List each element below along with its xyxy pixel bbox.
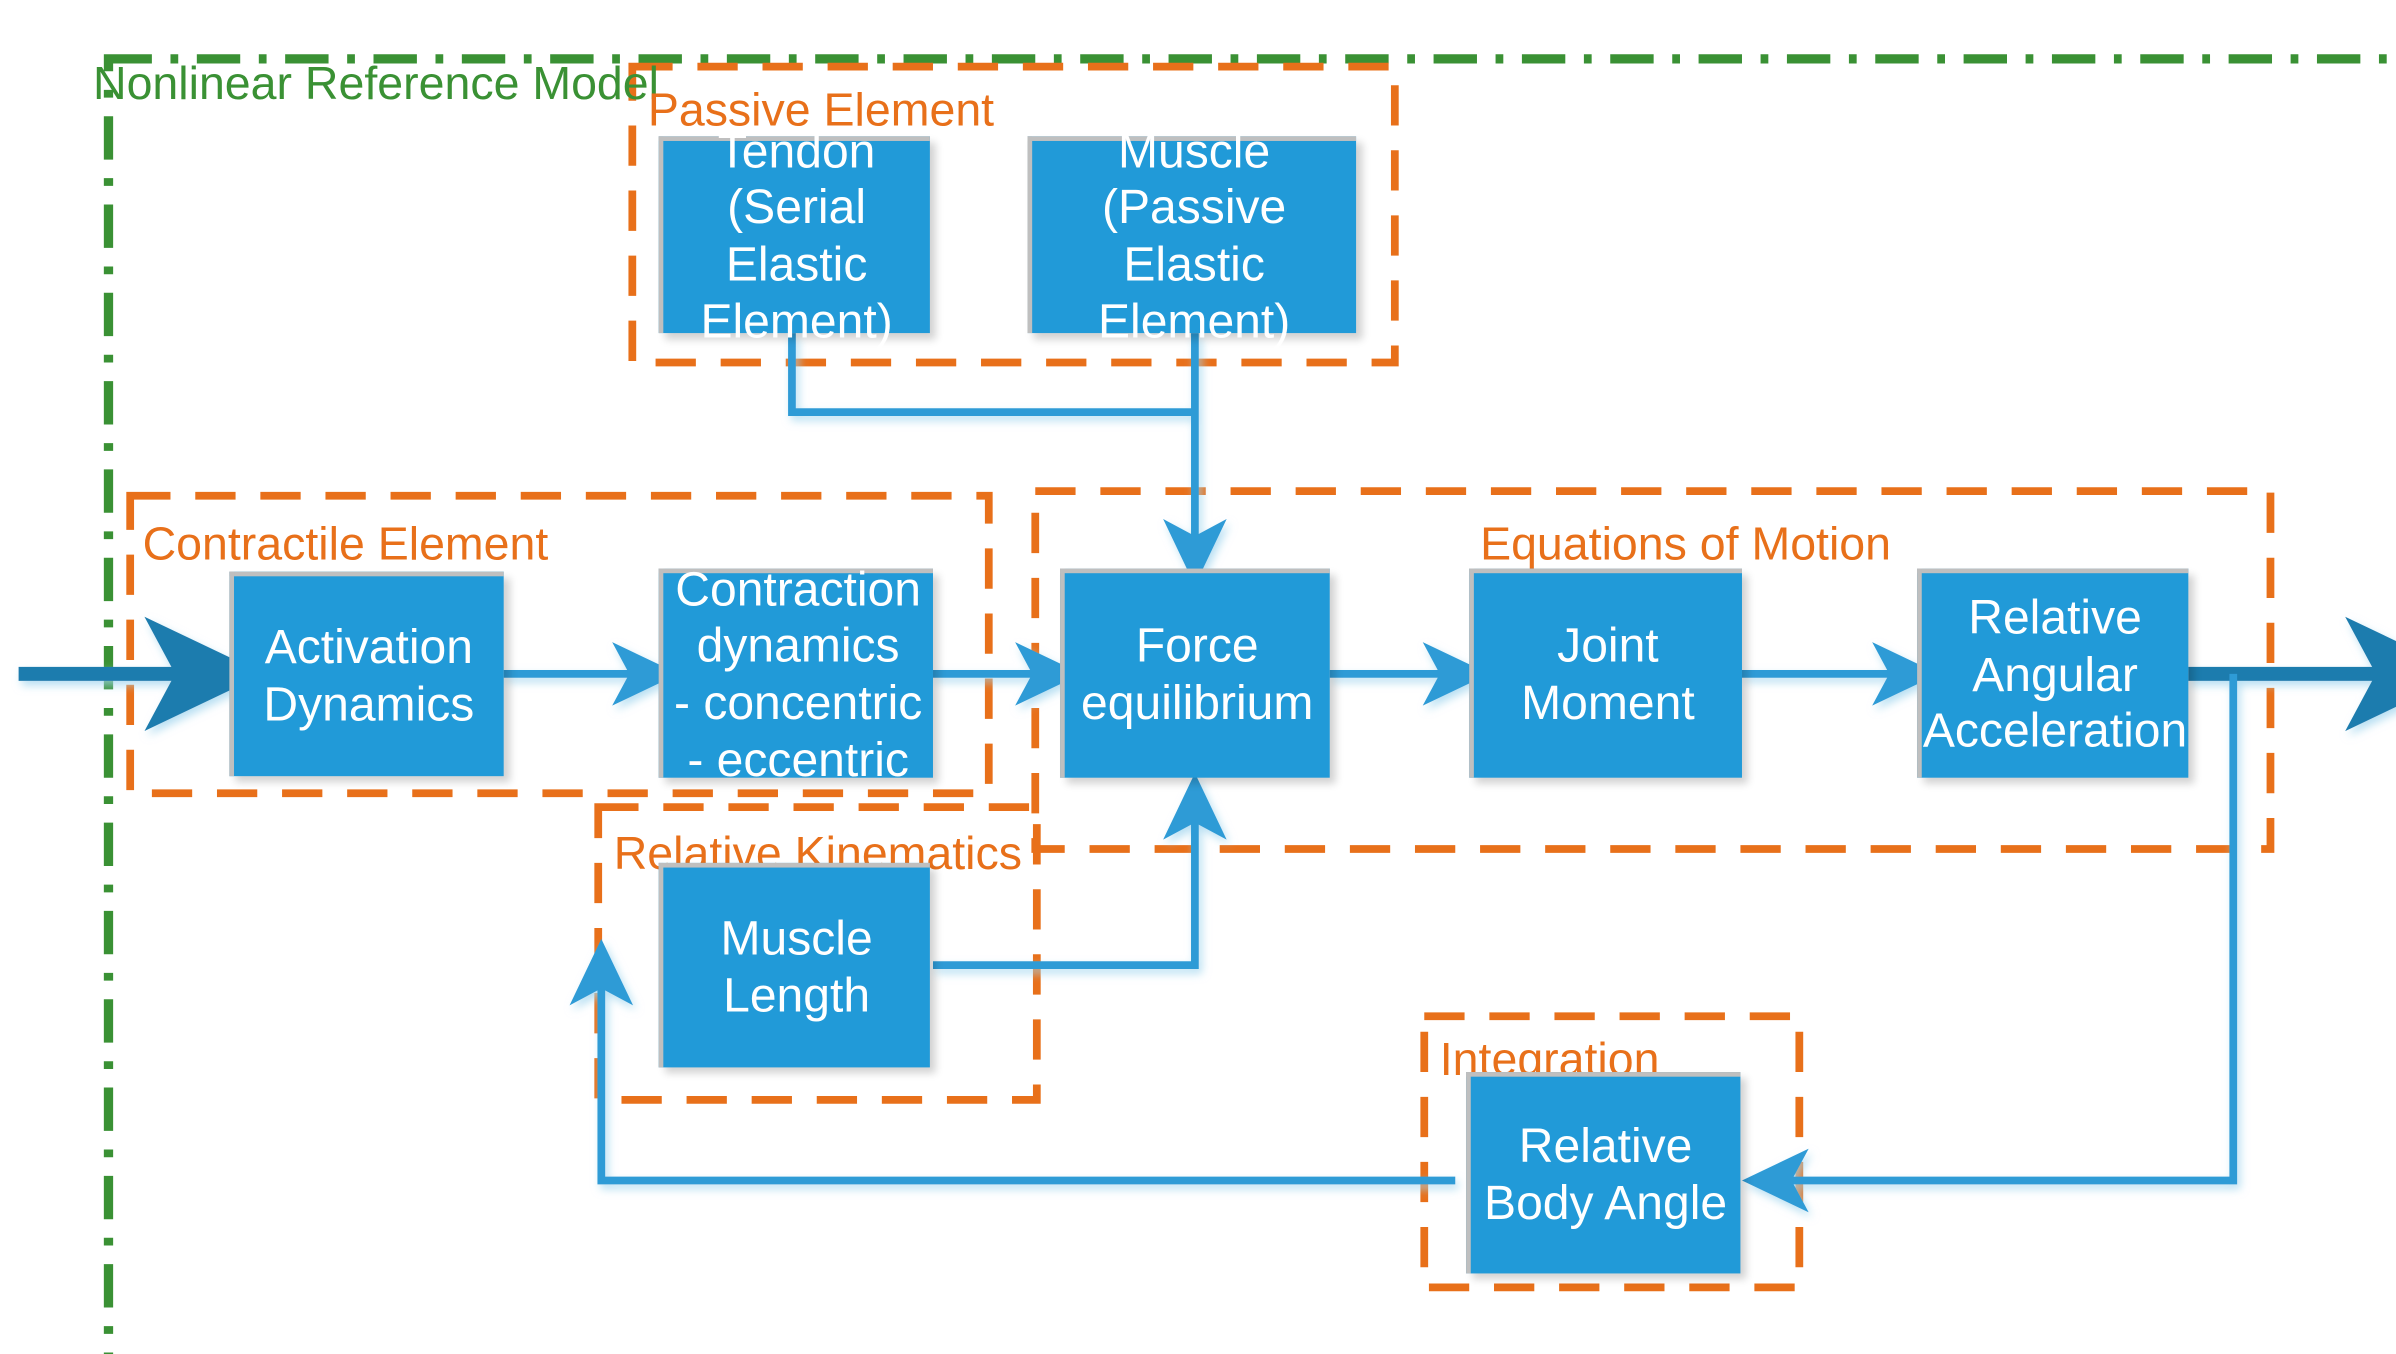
node-tendon[interactable]: Tendon (Serial Elastic Element) [658,124,930,348]
node-muscle-length[interactable]: Muscle Length [658,862,930,1068]
node-force-equilibrium[interactable]: Force equilibrium [1060,568,1330,778]
node-relative-body-angle[interactable]: Relative Body Angle [1466,1072,1741,1274]
outer-boundary-label: Nonlinear Reference Model [92,58,659,110]
node-activation-dynamics[interactable]: Activation Dynamics [229,571,504,777]
outer-boundary-nonlinear-reference-model [103,54,2396,1354]
node-contraction-dynamics[interactable]: Contraction dynamics - concentric - ecce… [658,562,933,786]
connector-muscle-length-to-force-equilibrium [932,773,1227,970]
group-label-contractile-element: Contractile Element [142,518,549,571]
group-boundary-contractile-element [126,491,993,798]
node-relative-angular-acceleration[interactable]: Relative Angular Acceleration [1917,568,2189,778]
group-label-passive-element: Passive Element [647,85,995,137]
node-muscle-passive[interactable]: Muscle (Passive Elastic Element) [1027,124,1357,348]
node-joint-moment[interactable]: Joint Moment [1469,568,1742,778]
group-boundary-passive-element [628,62,1399,367]
group-label-equations-of-motion: Equations of Motion [1480,518,1892,571]
connector-relative-angular-acceleration-to-relative-body-angle [1741,673,2238,1213]
connector-relative-body-angle-to-muscle-length [569,938,1456,1185]
connector-tendon-to-force-equilibrium [788,333,1195,416]
